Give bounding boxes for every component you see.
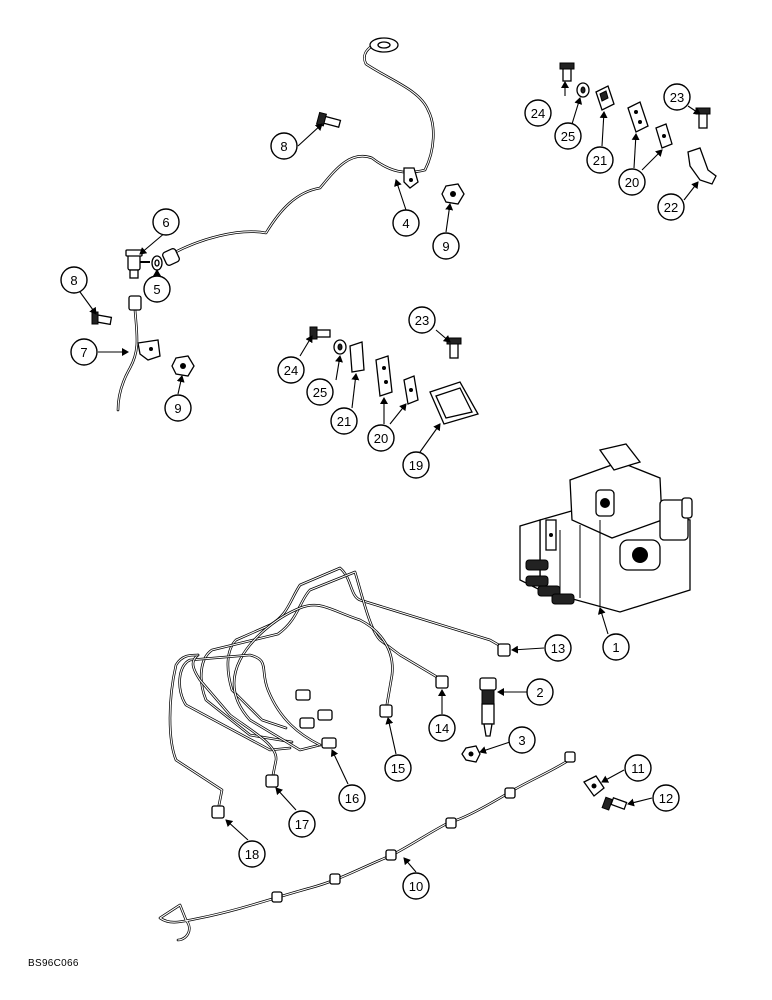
svg-text:12: 12 <box>659 791 673 806</box>
callout-20-lower: 20 <box>367 424 395 452</box>
svg-text:4: 4 <box>402 216 409 231</box>
callout-20-upper: 20 <box>618 168 646 196</box>
callout-5: 5 <box>143 275 171 303</box>
svg-text:8: 8 <box>70 273 77 288</box>
nut-part <box>441 183 465 205</box>
svg-text:7: 7 <box>80 345 87 360</box>
callout-11: 11 <box>624 754 652 782</box>
svg-text:18: 18 <box>245 847 259 862</box>
drawing-code: BS96C066 <box>28 958 79 969</box>
svg-text:15: 15 <box>391 761 405 776</box>
svg-text:14: 14 <box>435 721 449 736</box>
callout-14: 14 <box>428 714 456 742</box>
callout-15: 15 <box>384 754 412 782</box>
svg-text:9: 9 <box>442 239 449 254</box>
callout-3: 3 <box>508 726 536 754</box>
callout-16: 16 <box>338 784 366 812</box>
callout-10: 10 <box>402 872 430 900</box>
svg-text:13: 13 <box>551 641 565 656</box>
injector-part <box>479 677 497 737</box>
leak-off-line-part <box>162 37 435 266</box>
callout-17: 17 <box>288 810 316 838</box>
fitting-part <box>125 249 150 279</box>
nut-part <box>461 745 481 763</box>
svg-text:3: 3 <box>518 733 525 748</box>
svg-text:24: 24 <box>284 363 298 378</box>
svg-text:23: 23 <box>415 313 429 328</box>
svg-text:1: 1 <box>612 640 619 655</box>
callout-2: 2 <box>526 678 554 706</box>
svg-text:21: 21 <box>337 414 351 429</box>
callout-7: 7 <box>70 338 98 366</box>
injection-pump-part <box>519 443 693 613</box>
svg-text:23: 23 <box>670 90 684 105</box>
clamp-set-upper <box>559 62 717 185</box>
callout-24-lower: 24 <box>277 356 305 384</box>
leak-off-tube-part <box>116 295 161 412</box>
banjo-fitting-part <box>583 775 605 797</box>
callout-24-upper: 24 <box>524 99 552 127</box>
callout-8-lower: 8 <box>60 266 88 294</box>
svg-text:20: 20 <box>374 431 388 446</box>
clamp-set-lower <box>309 326 479 425</box>
callout-23-upper: 23 <box>663 83 691 111</box>
nut-part <box>171 355 195 377</box>
callout-25-upper: 25 <box>554 122 582 150</box>
svg-text:10: 10 <box>409 879 423 894</box>
callout-8-upper: 8 <box>270 132 298 160</box>
callout-12: 12 <box>652 784 680 812</box>
washer-part <box>151 255 163 271</box>
callout-1: 1 <box>602 633 630 661</box>
callout-6: 6 <box>152 208 180 236</box>
callout-19: 19 <box>402 451 430 479</box>
callout-22: 22 <box>657 193 685 221</box>
callout-21-upper: 21 <box>586 146 614 174</box>
callout-9-lower: 9 <box>164 394 192 422</box>
callout-9-upper: 9 <box>432 232 460 260</box>
svg-text:9: 9 <box>174 401 181 416</box>
svg-text:8: 8 <box>280 139 287 154</box>
callout-23-lower: 23 <box>408 306 436 334</box>
svg-text:20: 20 <box>625 175 639 190</box>
svg-text:22: 22 <box>664 200 678 215</box>
svg-text:17: 17 <box>295 817 309 832</box>
svg-text:6: 6 <box>162 215 169 230</box>
svg-text:25: 25 <box>313 385 327 400</box>
callout-13: 13 <box>544 634 572 662</box>
callout-21-lower: 21 <box>330 407 358 435</box>
callouts: 1 2 3 4 5 6 7 8 8 9 9 10 11 12 13 14 15 … <box>60 83 691 900</box>
svg-text:16: 16 <box>345 791 359 806</box>
callout-25-lower: 25 <box>306 378 334 406</box>
svg-text:2: 2 <box>536 685 543 700</box>
injection-lines-part <box>168 566 511 819</box>
svg-text:5: 5 <box>153 282 160 297</box>
bolt-part <box>91 311 113 326</box>
svg-text:19: 19 <box>409 458 423 473</box>
callout-18: 18 <box>238 840 266 868</box>
svg-text:11: 11 <box>631 761 645 776</box>
banjo-bolt-part <box>601 796 628 811</box>
leader-lines <box>79 81 701 873</box>
return-line-part <box>158 751 576 942</box>
callout-4: 4 <box>392 209 420 237</box>
svg-text:21: 21 <box>593 153 607 168</box>
svg-text:25: 25 <box>561 129 575 144</box>
svg-text:24: 24 <box>531 106 545 121</box>
